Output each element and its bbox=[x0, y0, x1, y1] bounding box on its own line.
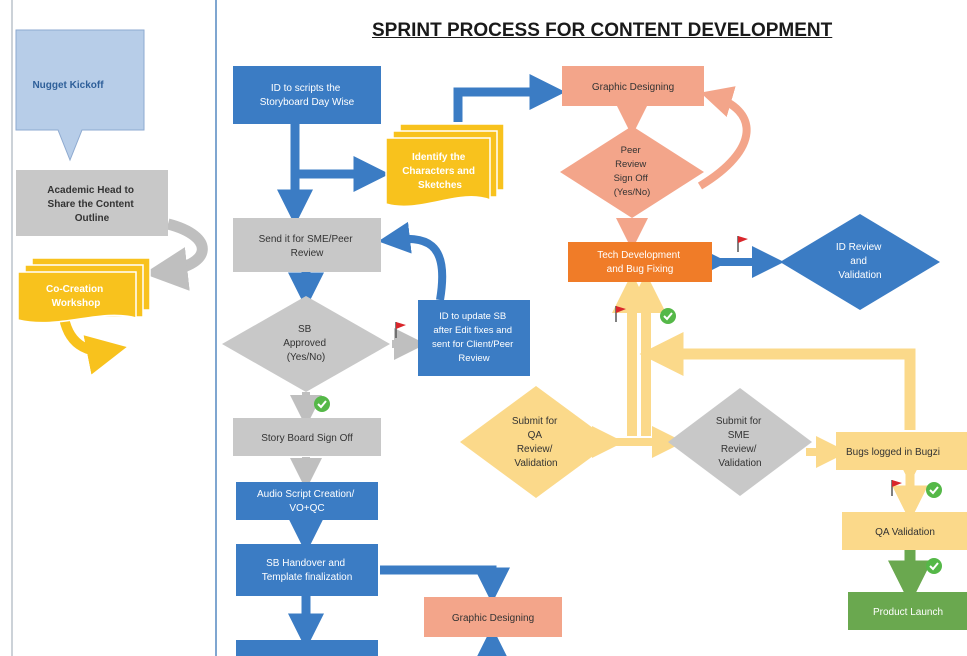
academic-head-box bbox=[16, 170, 168, 236]
update-sb-box bbox=[418, 300, 530, 376]
red-flag-icon bbox=[615, 306, 626, 322]
peer-review-diamond bbox=[560, 126, 704, 218]
qa-validation-label: QA Validation bbox=[875, 527, 935, 538]
qa-validation-box bbox=[842, 512, 967, 550]
bottom-blue-box bbox=[236, 640, 378, 656]
graphic-designing-top-label: Graphic Designing bbox=[592, 82, 674, 93]
bugs-logged-box bbox=[836, 432, 967, 470]
id-review-label: ID Review and Validation bbox=[836, 242, 884, 281]
characters-to-graphic-arrow bbox=[453, 74, 566, 122]
product-launch-label: Product Launch bbox=[873, 607, 943, 618]
red-flag-icon bbox=[395, 322, 406, 338]
submit-sme-label: Submit for SME Review/ Validation bbox=[716, 416, 764, 469]
nugget-kickoff-label: Nugget Kickoff bbox=[32, 80, 104, 91]
submit-qa-label: Submit for QA Review/ Validation bbox=[512, 416, 560, 469]
update-sb-label: ID to update SB after Edit fixes and sen… bbox=[432, 311, 516, 364]
bugs-to-tech-arrow bbox=[639, 332, 916, 430]
green-check-icon bbox=[314, 396, 330, 412]
peer-loop-arrow bbox=[697, 86, 751, 190]
bugs-logged-label: Bugs logged in Bugzi bbox=[846, 447, 940, 458]
sb-approved-diamond bbox=[222, 296, 390, 392]
update-loop-arrow bbox=[378, 221, 447, 301]
graphic-designing-bottom-label: Graphic Designing bbox=[452, 613, 534, 624]
co-creation-workshop-shape bbox=[17, 257, 151, 324]
handover-to-graphic-arrow bbox=[380, 565, 510, 604]
id-review-diamond bbox=[780, 214, 940, 310]
audio-script-label: Audio Script Creation/ VO+QC bbox=[257, 489, 357, 514]
green-check-icon bbox=[926, 482, 942, 498]
green-check-icon bbox=[660, 308, 676, 324]
characters-sketches-shape bbox=[385, 123, 505, 208]
tech-development-box bbox=[568, 242, 712, 282]
red-flag-icon bbox=[737, 236, 748, 252]
product-launch-box bbox=[848, 592, 967, 630]
page-title: SPRINT PROCESS FOR CONTENT DEVELOPMENT bbox=[372, 20, 833, 41]
submit-qa-diamond bbox=[460, 386, 612, 498]
graphic-designing-bottom-box bbox=[424, 597, 562, 637]
id-scripts-label: ID to scripts the Storyboard Day Wise bbox=[260, 83, 355, 108]
submit-sme-diamond bbox=[668, 388, 812, 496]
peer-review-label: Peer Review Sign Off (Yes/No) bbox=[614, 145, 651, 198]
green-check-icon bbox=[926, 558, 942, 574]
head-to-workshop-arrow bbox=[143, 218, 208, 291]
red-flag-icon bbox=[891, 480, 902, 496]
academic-head-label: Academic Head to Share the Content Outli… bbox=[47, 185, 136, 224]
tech-development-label: Tech Development and Bug Fixing bbox=[597, 250, 683, 275]
graphic-designing-top-box bbox=[562, 66, 704, 106]
audio-script-box bbox=[236, 482, 378, 520]
workshop-out-arrow bbox=[59, 316, 127, 375]
story-board-signoff-label: Story Board Sign Off bbox=[261, 433, 353, 444]
sb-handover-box bbox=[236, 544, 378, 596]
sme-peer-review-box bbox=[233, 218, 381, 272]
sb-approved-label: SB Approved (Yes/No) bbox=[283, 324, 329, 363]
characters-sketches-label: Identify the Characters and Sketches bbox=[402, 152, 478, 191]
nugget-kickoff-callout bbox=[15, 29, 145, 162]
story-board-signoff-box bbox=[233, 418, 381, 456]
sb-handover-label: SB Handover and Template finalization bbox=[262, 558, 353, 583]
id-scripts-box bbox=[233, 66, 381, 124]
co-creation-workshop-label: Co-Creation Workshop bbox=[46, 284, 106, 309]
sme-peer-review-label: Send it for SME/Peer Review bbox=[259, 234, 356, 259]
